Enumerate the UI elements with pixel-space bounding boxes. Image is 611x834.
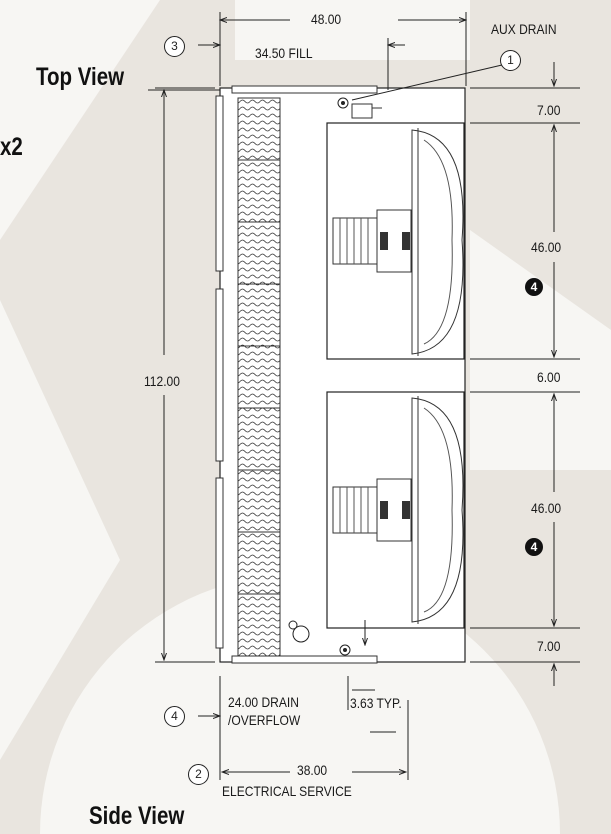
dim-fill: 34.50 FILL: [255, 45, 313, 61]
drain-label: 24.00 DRAIN: [228, 694, 299, 710]
callout-1: 1: [500, 50, 521, 71]
fan-blade-curve: [423, 139, 453, 345]
dim-7-bottom: 7.00: [537, 638, 561, 654]
overflow-label: /OVERFLOW: [228, 712, 301, 728]
access-panel: [215, 288, 224, 462]
bg-strip-top: [235, 0, 470, 60]
electrical-service-label: ELECTRICAL SERVICE: [222, 783, 352, 799]
fill-media: [237, 97, 281, 661]
bg-right-wedge: [470, 230, 611, 470]
leader-aux-drain: [351, 64, 503, 101]
bg-triangle-left: [0, 300, 120, 760]
fan-shroud-top: [411, 129, 464, 355]
dim-46-bottom: 46.00: [531, 500, 562, 516]
fan-blade-curve: [423, 407, 453, 613]
aux-drain-label: AUX DRAIN: [491, 21, 557, 37]
fan-tag-bottom: 4: [525, 538, 543, 556]
callout-3: 3: [164, 36, 185, 57]
callout-4: 4: [164, 706, 185, 727]
side-view-title: Side View: [89, 802, 185, 830]
access-panel: [215, 477, 224, 649]
callout-2: 2: [188, 764, 209, 785]
dim-48: 48.00: [311, 11, 342, 27]
fan-tag-top: 4: [525, 278, 543, 296]
dim-7-top: 7.00: [537, 102, 561, 118]
typ-label: 3.63 TYP.: [350, 695, 402, 711]
top-view-title: Top View: [36, 63, 125, 91]
float-valve: [351, 103, 373, 119]
access-panel: [215, 95, 224, 272]
dim-38: 38.00: [297, 762, 328, 778]
overflow-fitting: [292, 625, 310, 643]
fill-rail-bottom: [231, 655, 378, 664]
dim-112: 112.00: [144, 373, 180, 389]
bg-triangle-top-left: [0, 0, 160, 240]
fill-rail-top: [231, 85, 378, 94]
dim-6: 6.00: [537, 369, 561, 385]
quantity-label: x2: [0, 133, 23, 161]
dim-46-top: 46.00: [531, 239, 562, 255]
fan-shroud-bottom: [411, 397, 464, 623]
